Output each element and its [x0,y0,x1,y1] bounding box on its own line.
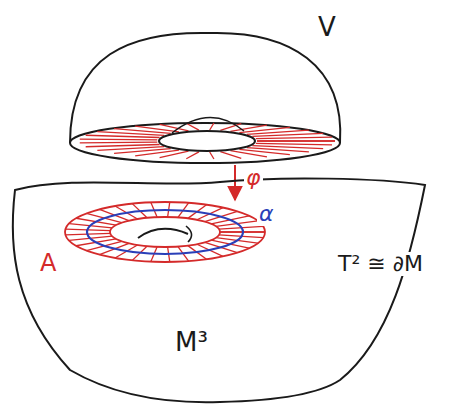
node-shape [60,25,350,165]
boundary-label: T² ≅ ∂M [336,252,425,276]
radial-tick [80,138,158,140]
radial-tick [247,130,309,134]
radial-tick [186,152,199,159]
radial-tick [97,147,164,151]
radial-tick [257,140,335,141]
dome-outline [70,33,340,143]
torus-hole [138,229,188,238]
radial-lines [80,123,335,159]
region-label: A [38,250,58,276]
radial-tick [257,140,335,141]
radial-tick [256,137,332,139]
curve-label: α [257,202,276,226]
map-arrow [234,165,236,200]
alpha-curve [87,210,243,254]
radial-tick [210,152,214,159]
node-shape [10,200,430,405]
annulus-lines [65,202,265,262]
radial-tick [210,123,214,130]
dome-base [70,123,340,163]
annulus-outer [65,202,265,262]
map-label: φ [244,166,263,190]
radial-tick [256,143,332,145]
radial-tick [252,133,323,136]
solid-torus: V [60,25,350,165]
radial-tick [220,152,241,159]
radial-tick [86,135,160,137]
manifold: M³ [10,200,430,405]
dome-hole [159,131,255,151]
space-label: V [318,13,336,42]
radial-tick [80,142,158,144]
torus-hole [186,226,192,242]
radial-tick [186,123,199,130]
space-label: M³ [175,328,208,357]
annulus-inner [110,217,220,247]
manifold-outline [13,178,425,402]
dome-bump [172,117,244,133]
radial-tick [86,145,160,147]
